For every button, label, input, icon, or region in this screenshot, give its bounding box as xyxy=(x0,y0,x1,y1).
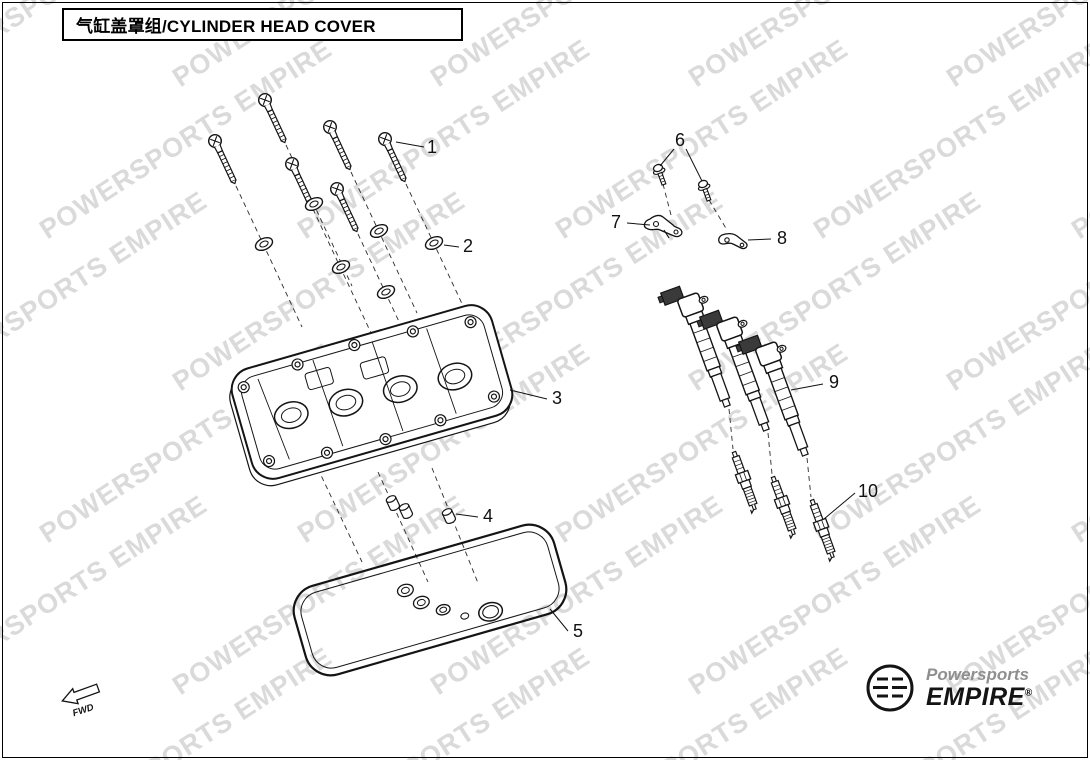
registered-mark: ® xyxy=(1024,687,1033,699)
callout-7: 7 xyxy=(611,212,651,232)
part-bracket-right xyxy=(718,232,748,250)
brand-name-text: EMPIRE xyxy=(926,682,1025,711)
callout-3-number: 3 xyxy=(552,388,562,408)
diagram-title: 气缸盖罩组/CYLINDER HEAD COVER xyxy=(76,17,376,36)
brand-name-top: Powersports xyxy=(926,665,1029,685)
callout-9-number: 9 xyxy=(829,372,839,392)
part-bracket-bolts xyxy=(650,162,716,204)
part-ignition-coils xyxy=(656,277,824,466)
brand-emblem-icon xyxy=(866,664,914,712)
callout-2-number: 2 xyxy=(463,236,473,256)
brand-logo: Powersports EMPIRE® xyxy=(864,662,1033,714)
callout-1-number: 1 xyxy=(427,137,437,157)
assembly-axis-lines xyxy=(235,144,812,584)
callout-7-number: 7 xyxy=(611,212,621,232)
callout-9: 9 xyxy=(790,372,839,392)
callout-4: 4 xyxy=(455,506,493,526)
callout-1: 1 xyxy=(395,137,437,157)
callout-10-number: 10 xyxy=(858,481,878,501)
part-spark-plugs xyxy=(727,449,841,563)
part-screws xyxy=(205,90,412,235)
callout-2: 2 xyxy=(443,236,473,256)
callout-5: 5 xyxy=(549,608,583,641)
brand-text: Powersports EMPIRE® xyxy=(926,665,1033,711)
part-gasket xyxy=(292,523,568,677)
callout-6: 6 xyxy=(659,130,703,182)
callout-8-number: 8 xyxy=(777,228,787,248)
callout-10: 10 xyxy=(823,481,878,520)
brand-name-bottom: EMPIRE® xyxy=(926,682,1033,711)
fwd-indicator: FWD xyxy=(61,683,101,719)
diagram-title-box: 气缸盖罩组/CYLINDER HEAD COVER xyxy=(62,8,463,41)
part-cylinder-head-cover xyxy=(229,304,514,487)
callout-5-number: 5 xyxy=(573,621,583,641)
callout-4-number: 4 xyxy=(483,506,493,526)
part-bracket-left xyxy=(643,214,683,239)
part-plug-seals xyxy=(384,493,458,526)
fwd-label: FWD xyxy=(71,702,95,719)
callout-6-number: 6 xyxy=(675,130,685,150)
callout-3: 3 xyxy=(509,388,562,408)
callout-8: 8 xyxy=(747,228,787,248)
